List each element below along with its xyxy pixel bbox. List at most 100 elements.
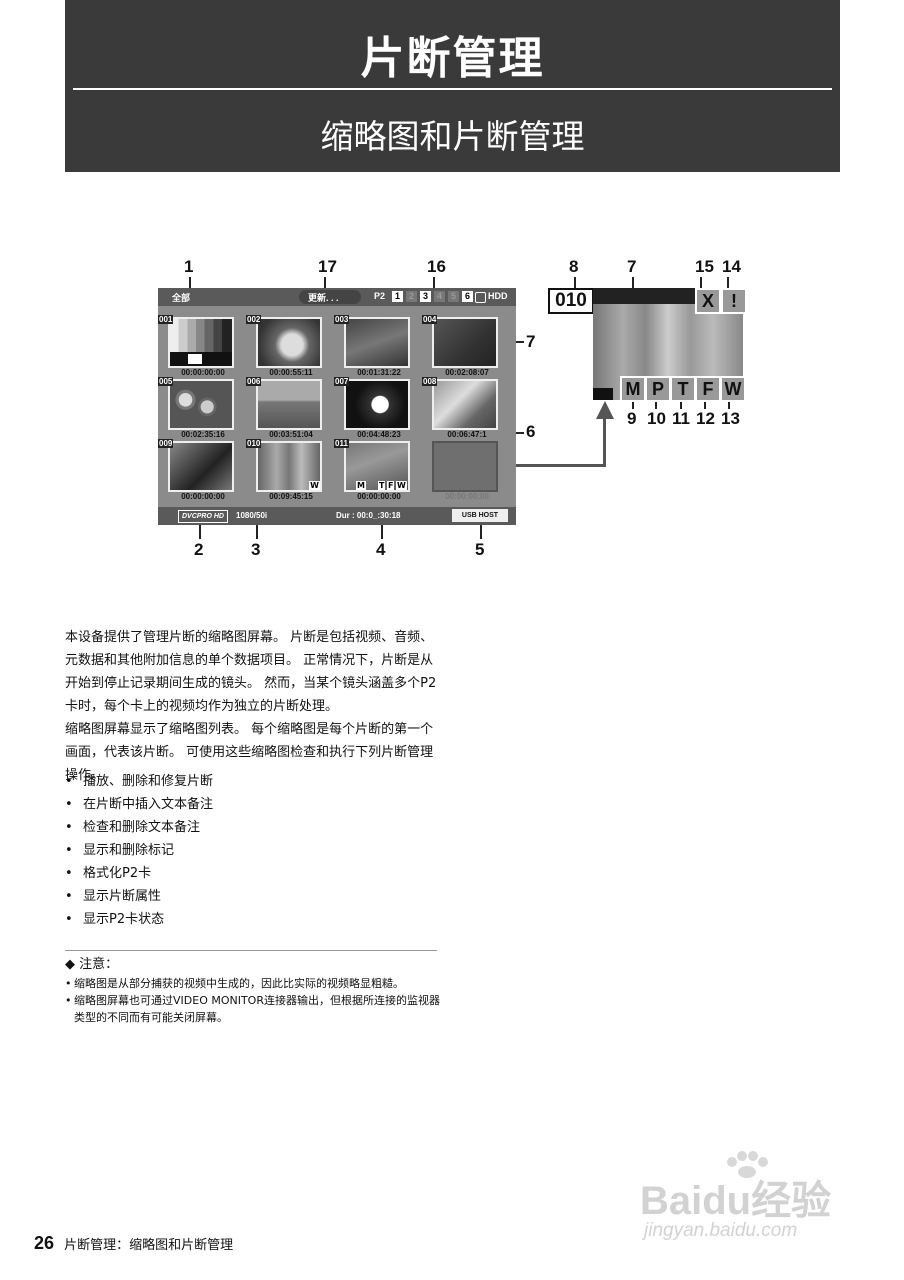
thumbnail-010[interactable]: W 010 00:09:45:15: [246, 439, 334, 504]
leader-line: [433, 277, 435, 295]
slot-6: 6: [462, 291, 473, 302]
callout-7-zoom: 7: [627, 257, 637, 276]
p-mark-icon: P: [645, 376, 671, 402]
w-mark-icon: W: [309, 481, 320, 490]
leader-line: [727, 277, 729, 291]
thumbnail-image: [432, 379, 498, 430]
clip-number: 008: [422, 377, 438, 386]
callout-16: 16: [427, 257, 446, 276]
thumbnail-001[interactable]: 001 00:00:00:00: [158, 315, 246, 380]
slot-1: 1: [392, 291, 403, 302]
format-text: 1080/50i: [236, 511, 268, 520]
clip-timecode: 00:03:51:04: [269, 430, 313, 439]
clip-filter-label[interactable]: 全部: [172, 293, 191, 303]
clip-timecode: 00:00:00:00: [357, 492, 401, 501]
callout-1: 1: [184, 257, 194, 276]
codec-badge: DVCPRO HD: [178, 510, 228, 523]
list-item: 显示P2卡状态: [65, 908, 440, 931]
list-item: 播放、删除和修复片断: [65, 770, 440, 793]
clip-number: 006: [246, 377, 262, 386]
note-item: 缩略图屏幕也可通过VIDEO MONITOR连接器输出，但根据所连接的监视器类型…: [65, 992, 440, 1026]
body-text: 本设备提供了管理片断的缩略图屏幕。 片断是包括视频、音频、元数据和其他附加信息的…: [65, 626, 440, 787]
callout-7: 7: [526, 332, 536, 351]
clip-number: 004: [422, 315, 438, 324]
thumbnail-005[interactable]: 005 00:02:35:16: [158, 377, 246, 442]
clip-timecode: 00:02:35:16: [181, 430, 225, 439]
thumbnail-009[interactable]: 009 00:00:00:00: [158, 439, 246, 504]
clip-timecode: 00:09:45:15: [269, 492, 313, 501]
leader-line: [480, 511, 482, 539]
callout-14: 14: [722, 257, 741, 276]
w-mark-icon: W: [720, 376, 746, 402]
thumbnail-008[interactable]: 008 00:06:47:1: [422, 377, 510, 442]
list-item: 显示和删除标记: [65, 839, 440, 862]
thumbnail-004[interactable]: 004 00:02:08:07: [422, 315, 510, 380]
callout-10: 10: [647, 409, 666, 428]
leader-line: [199, 511, 201, 539]
section-title: 缩略图和片断管理: [320, 117, 585, 156]
leader-line: [655, 395, 657, 409]
leader-line: [704, 395, 706, 409]
callout-9: 9: [627, 409, 637, 428]
m-mark-icon: M: [356, 481, 366, 490]
thumbnail-image: [168, 317, 234, 368]
footer-breadcrumb: 片断管理：缩略图和片断管理: [64, 1238, 234, 1253]
callout-12: 12: [696, 409, 715, 428]
thumbnail-007[interactable]: 007 00:04:48:23: [334, 377, 422, 442]
callout-17: 17: [318, 257, 337, 276]
thumbnail-screen-figure: 1 17 16 8 7 15 14 7 6 2 3 4 5 9 10 11 12…: [150, 255, 750, 565]
clip-timecode: 00:00:00:00: [181, 492, 225, 501]
leader-line: [324, 277, 326, 295]
thumbnail-006[interactable]: 006 00:03:51:04: [246, 377, 334, 442]
m-mark-icon: M: [620, 376, 646, 402]
clip-timecode: 00:00:00:00: [445, 492, 489, 501]
thumbnail-003[interactable]: 003 00:01:31:22: [334, 315, 422, 380]
thumbnail-image: [432, 317, 498, 368]
clip-number: 005: [158, 377, 174, 386]
operations-list: 播放、删除和修复片断 在片断中插入文本备注 检查和删除文本备注 显示和删除标记 …: [65, 770, 440, 931]
thumbnail-empty: 00:00:00:00: [424, 441, 510, 504]
callout-2: 2: [194, 540, 204, 559]
chapter-header: 片断管理 缩略图和片断管理: [65, 0, 840, 172]
slot-2: 2: [406, 291, 417, 302]
leader-line: [256, 511, 258, 539]
thumbnail-image: [168, 441, 234, 492]
screen-bottom-bar: DVCPRO HD 1080/50i Dur : 00:0_:30:18 USB…: [158, 507, 516, 525]
arrow-head-icon: [596, 401, 614, 419]
f-mark-icon: F: [387, 481, 395, 490]
clip-number: 011: [334, 439, 349, 448]
clip-timecode: 00:04:48:23: [357, 430, 401, 439]
clip-number: 001: [158, 315, 174, 324]
thumbnail-image: [344, 379, 410, 430]
thumbnail-image: [344, 317, 410, 368]
thumbnail-image: [168, 379, 234, 430]
clip-number: 009: [158, 439, 174, 448]
thumbnail-002[interactable]: 002 00:00:55:11: [246, 315, 334, 380]
watermark-url: jingyan.baidu.com: [644, 1220, 798, 1241]
leader-line: [574, 277, 576, 288]
clip-timecode: 00:06:47:1: [447, 430, 487, 439]
w-mark-icon: W: [396, 481, 407, 490]
thumbnail-screen: 全部 更新. . . P2 1 2 3 4 5 6 HDD 001 00:00:…: [158, 288, 516, 525]
paw-icon: [727, 1151, 768, 1178]
thumbnail-011[interactable]: M T F W 011 00:00:00:00: [334, 439, 422, 504]
clip-number: 010: [246, 439, 262, 448]
slot-4: 4: [434, 291, 445, 302]
note-divider: [65, 950, 437, 951]
usb-host-button[interactable]: USB HOST: [452, 509, 508, 522]
screen-top-bar: 全部 更新. . . P2 1 2 3 4 5 6 HDD: [158, 288, 516, 306]
list-item: 检查和删除文本备注: [65, 816, 440, 839]
duration-text: Dur : 00:0_:30:18: [336, 511, 401, 520]
page-footer: 26 片断管理：缩略图和片断管理: [34, 1233, 233, 1254]
leader-line: [700, 277, 702, 291]
list-item: 显示片断属性: [65, 885, 440, 908]
list-item: 格式化P2卡: [65, 862, 440, 885]
chapter-title: 片断管理: [360, 33, 545, 84]
clip-number: 007: [334, 377, 350, 386]
clip-timecode: 00:00:00:00: [181, 368, 225, 377]
thumbnail-image: [256, 379, 322, 430]
callout-8: 8: [569, 257, 579, 276]
zoom-clip-number: 010: [548, 288, 594, 314]
clip-number: 002: [246, 315, 262, 324]
leader-line: [728, 395, 730, 409]
